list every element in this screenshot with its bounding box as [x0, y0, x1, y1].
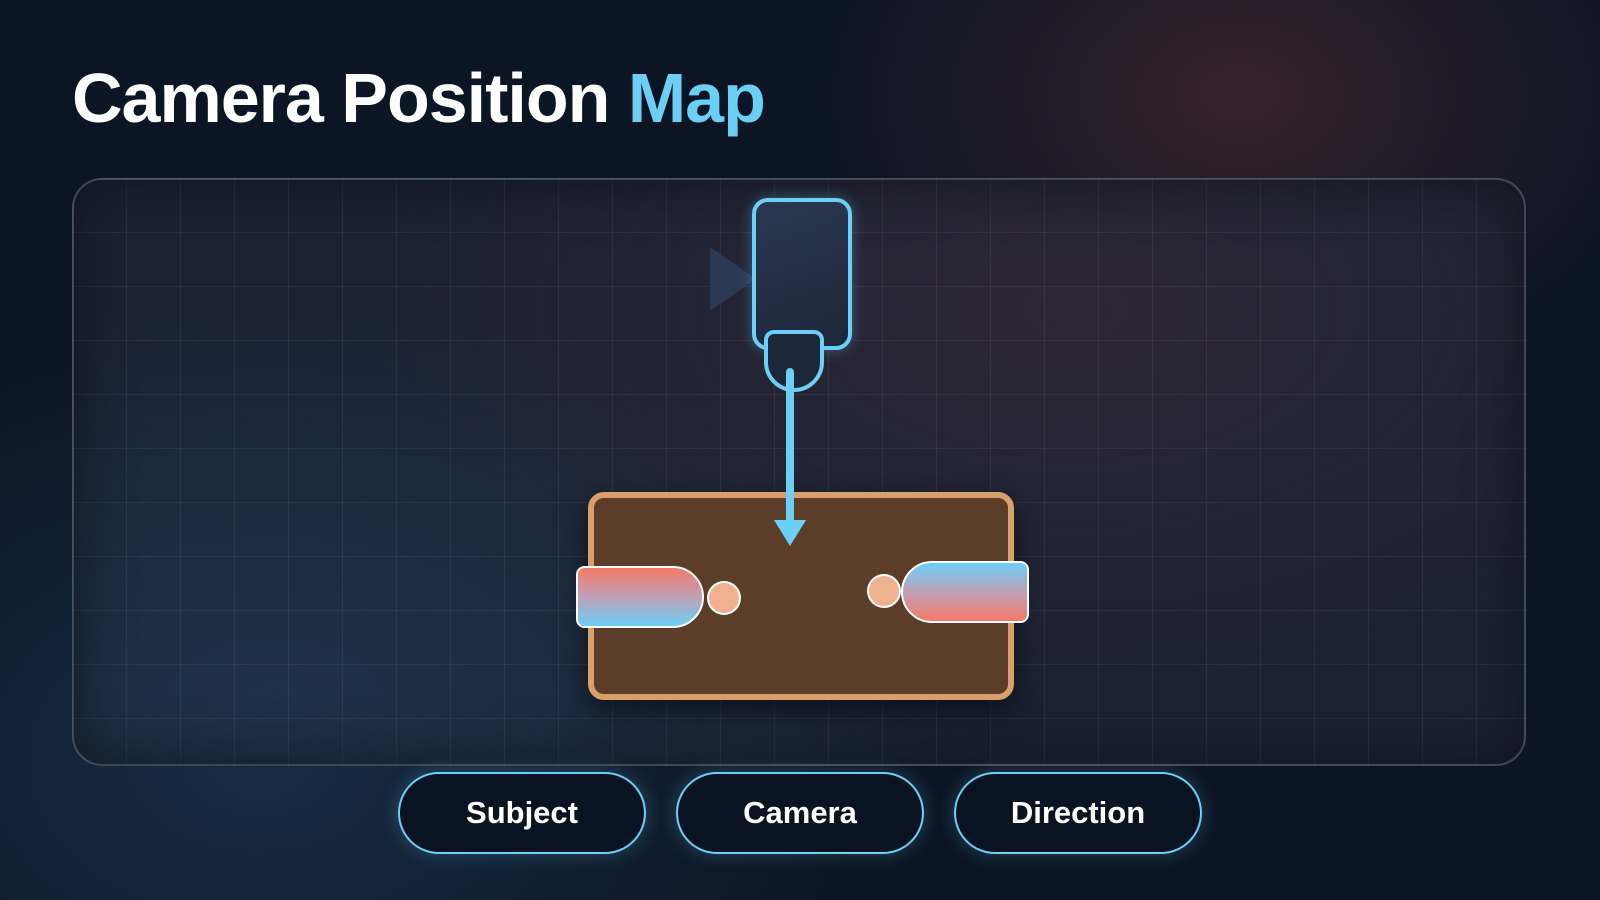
subject-left-body [576, 566, 704, 628]
direction-arrow-head [774, 520, 806, 546]
legend-direction-button[interactable]: Direction [954, 772, 1202, 854]
page-title: Camera Position Map [72, 58, 766, 138]
subject-right-body [901, 561, 1029, 623]
camera-viewfinder [710, 247, 756, 311]
title-main: Camera Position [72, 59, 610, 137]
camera-map-panel [72, 178, 1526, 766]
camera-body [752, 198, 852, 350]
title-accent: Map [627, 59, 766, 137]
subject-left-head [707, 581, 741, 615]
direction-arrow-icon [774, 368, 806, 546]
legend-subject-button[interactable]: Subject [398, 772, 646, 854]
legend-camera-button[interactable]: Camera [676, 772, 924, 854]
subject-right-head [867, 574, 901, 608]
